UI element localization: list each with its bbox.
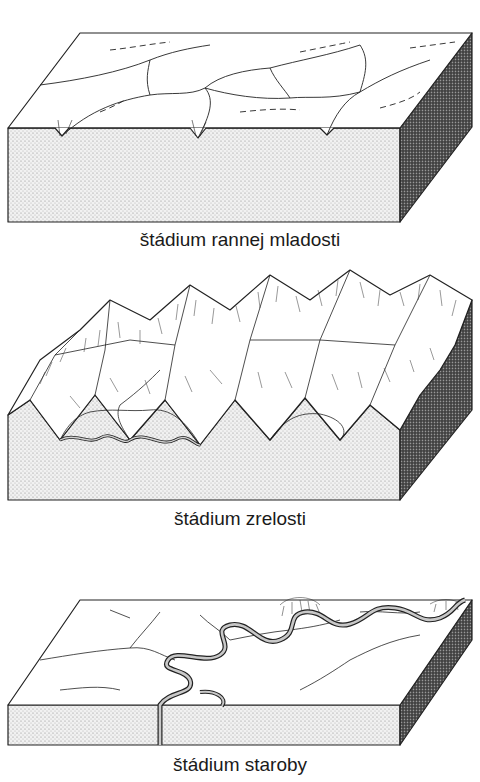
stage-caption: štádium staroby: [173, 754, 307, 777]
old-age-block: [8, 598, 472, 746]
youth-block: [8, 33, 472, 222]
stage-caption: štádium rannej mladosti: [140, 229, 341, 252]
stage-caption: štádium zrelosti: [174, 508, 306, 531]
maturity-block: [8, 270, 472, 500]
